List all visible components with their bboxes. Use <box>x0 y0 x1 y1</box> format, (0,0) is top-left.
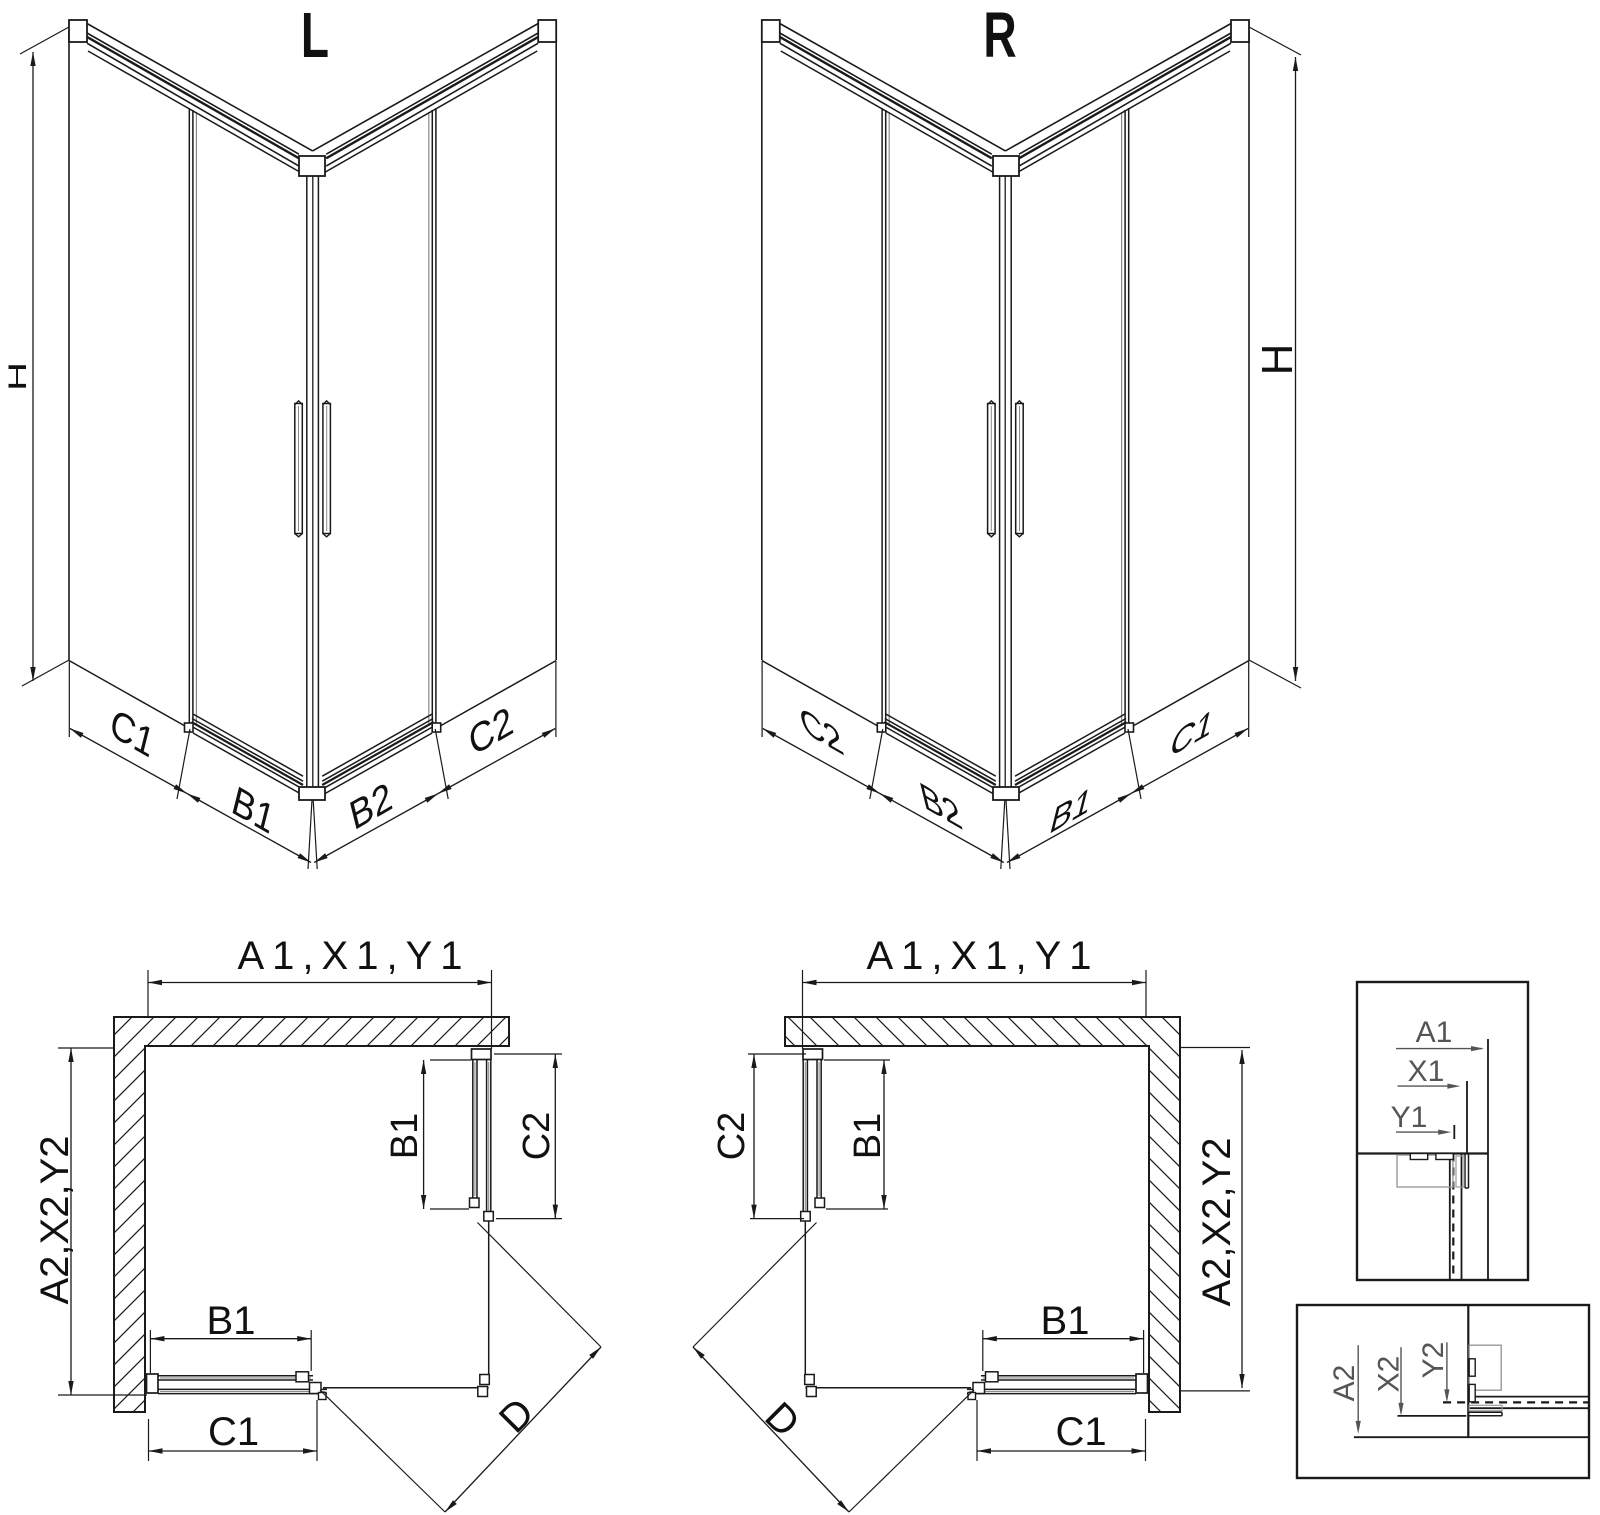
svg-text:R: R <box>983 0 1016 71</box>
svg-text:B1: B1 <box>207 1299 256 1343</box>
svg-text:Y1: Y1 <box>1391 1101 1428 1134</box>
svg-text:L: L <box>301 0 329 71</box>
svg-text:Y2: Y2 <box>1417 1342 1450 1379</box>
svg-text:A1: A1 <box>1416 1016 1453 1049</box>
svg-text:C1: C1 <box>208 1410 259 1454</box>
svg-text:B1: B1 <box>847 1113 889 1159</box>
svg-text:A1,X1,Y1: A1,X1,Y1 <box>866 934 1099 978</box>
svg-text:A1,X1,Y1: A1,X1,Y1 <box>237 934 470 978</box>
svg-text:C2: C2 <box>516 1112 558 1161</box>
svg-text:C2: C2 <box>711 1112 753 1161</box>
svg-text:X2: X2 <box>1373 1356 1406 1393</box>
svg-text:C1: C1 <box>1055 1410 1106 1454</box>
svg-text:B1: B1 <box>1041 1299 1090 1343</box>
svg-text:A2: A2 <box>1328 1365 1361 1402</box>
svg-text:B1: B1 <box>384 1113 426 1159</box>
svg-text:A2,X2,Y2: A2,X2,Y2 <box>33 1135 77 1304</box>
svg-text:X1: X1 <box>1408 1055 1445 1088</box>
svg-text:A2,X2,Y2: A2,X2,Y2 <box>1195 1137 1239 1306</box>
svg-text:H: H <box>4 362 32 391</box>
svg-text:H: H <box>1253 344 1302 376</box>
